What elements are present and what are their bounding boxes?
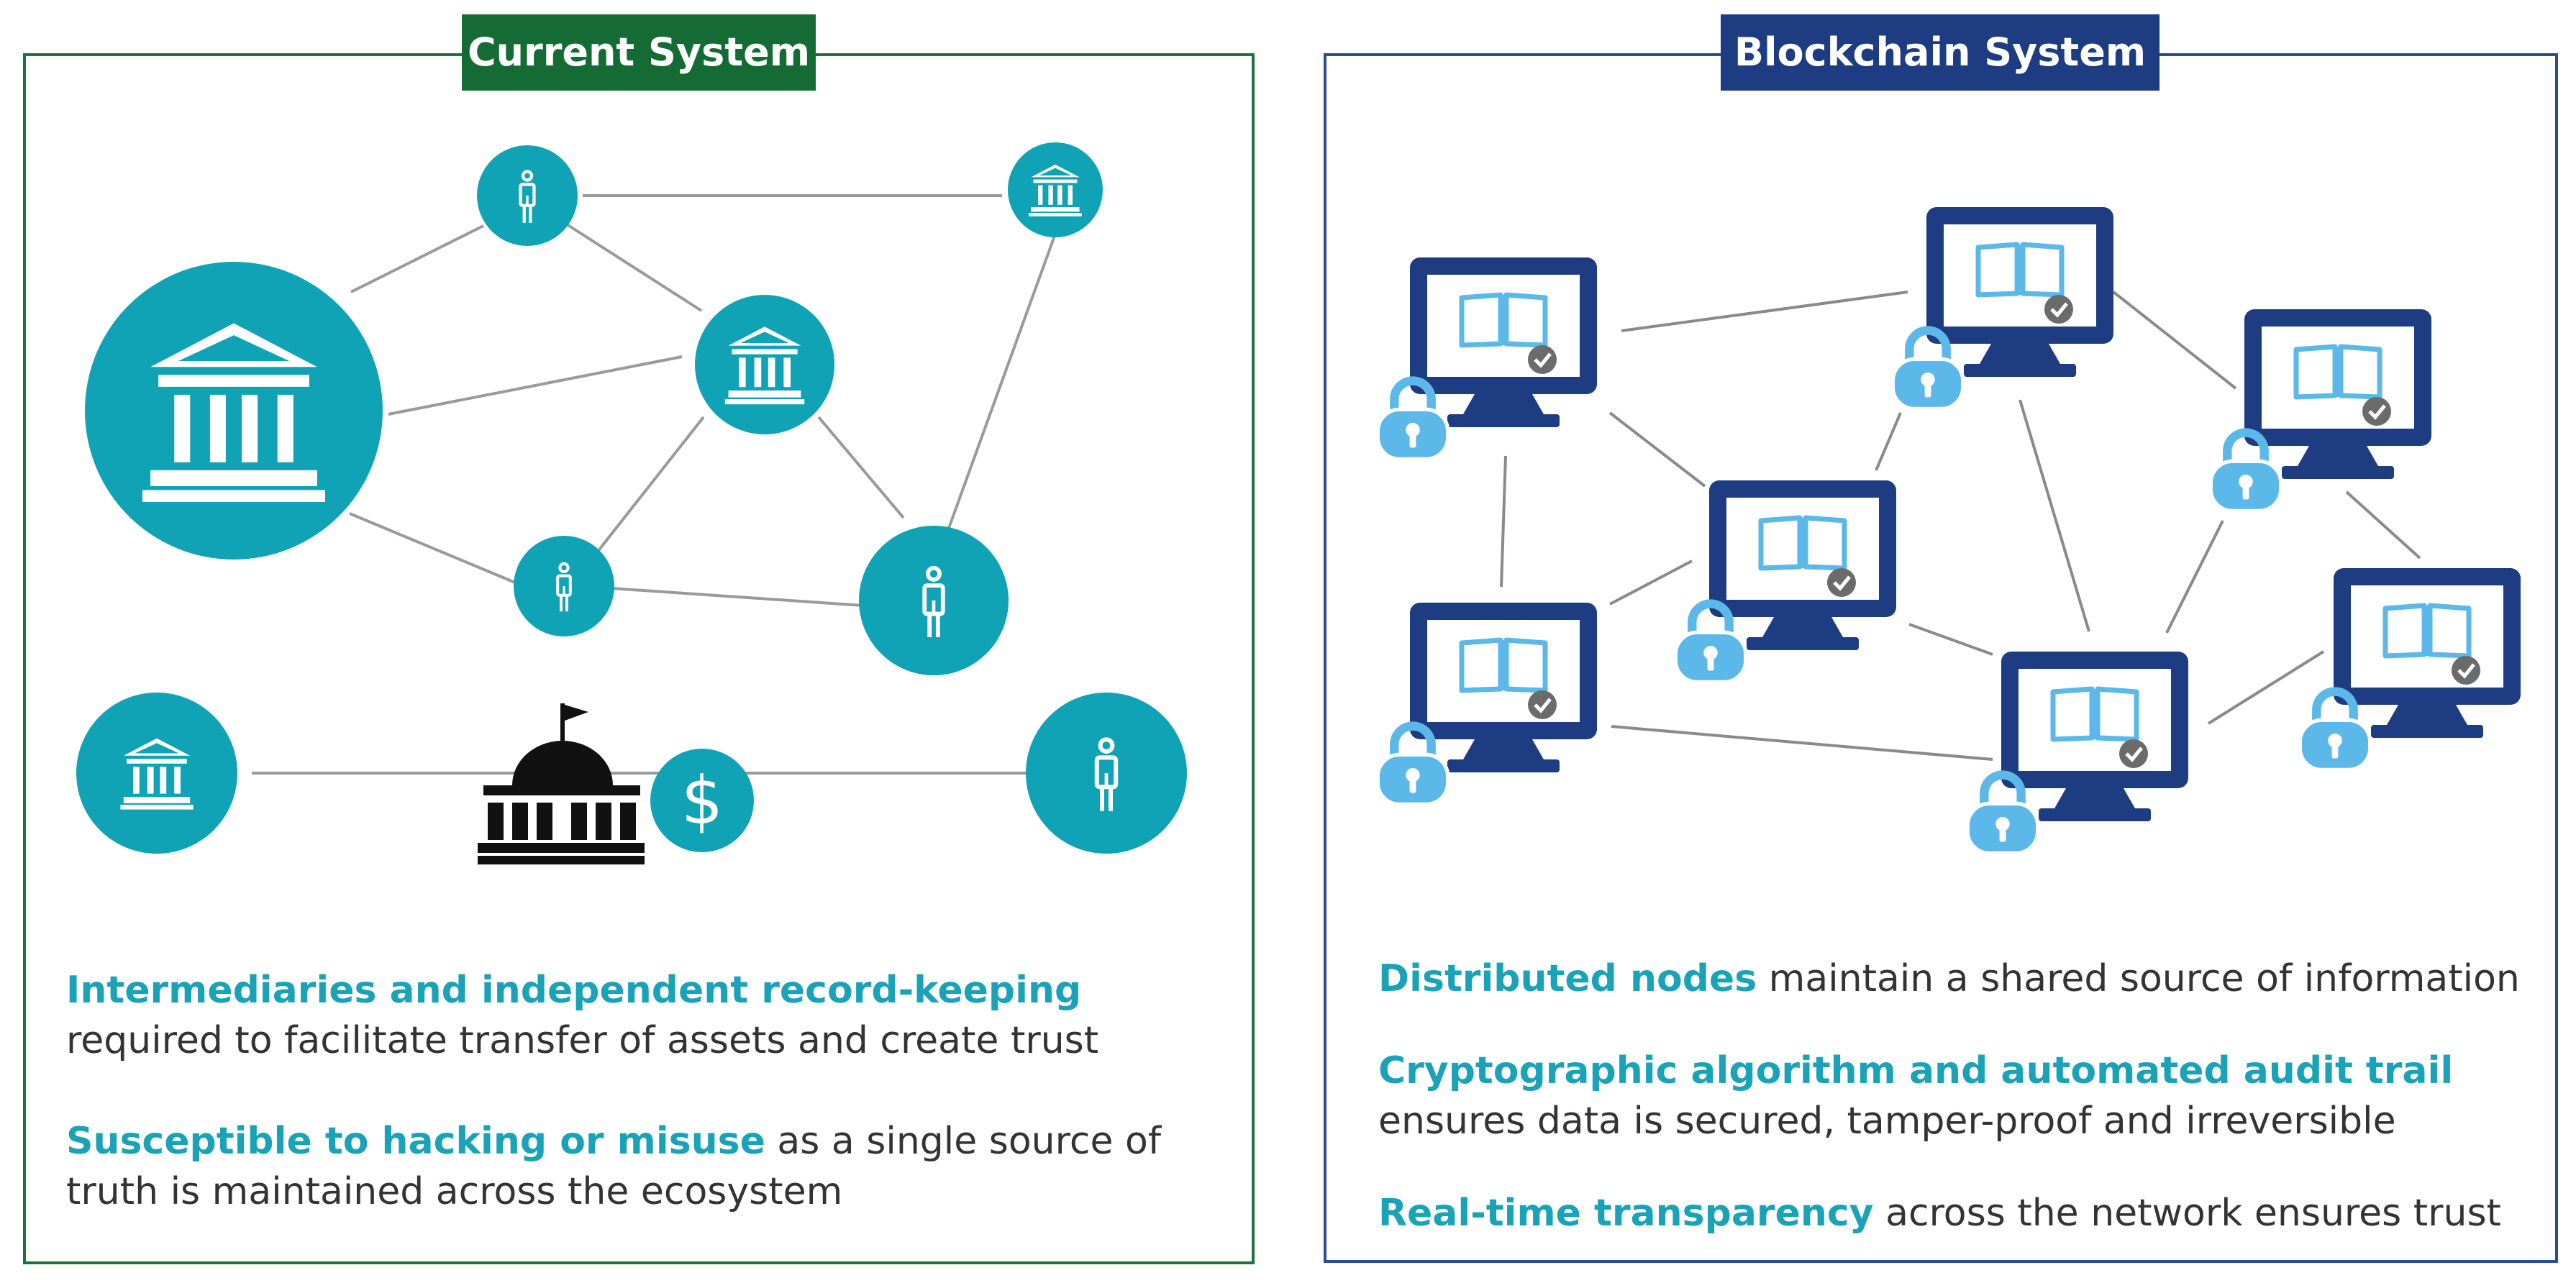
blockchain-point-3: Real-time transparency across the networ… — [1378, 1188, 2529, 1238]
monitor-ledger-icon — [1410, 257, 1597, 427]
current-system-title: Current System — [462, 14, 816, 91]
point-text: across the network ensures trust — [1873, 1192, 2501, 1235]
blockchain-system-title: Blockchain System — [1721, 14, 2159, 91]
point-text: as a single source of truth is maintaine… — [66, 1120, 1162, 1213]
monitor-ledger-icon — [2334, 568, 2521, 738]
point-highlight: Cryptographic algorithm and automated au… — [1378, 1049, 2454, 1092]
point-text: required to facilitate transfer of asset… — [66, 1019, 1099, 1062]
svg-text:$: $ — [681, 762, 724, 839]
point-highlight: Real-time transparency — [1378, 1192, 1874, 1235]
blockchain-links — [1500, 291, 2421, 761]
monitor-ledger-icon — [2244, 309, 2431, 479]
point-text: maintain a shared source of information — [1757, 957, 2520, 1000]
monitor-ledger-icon — [1926, 207, 2113, 377]
monitor-ledger-icon — [2001, 652, 2188, 821]
monitor-ledger-icon — [1410, 603, 1597, 772]
point-highlight: Distributed nodes — [1378, 957, 1757, 1000]
point-highlight: Intermediaries and independent record-ke… — [66, 969, 1082, 1012]
current-system-links — [252, 194, 1056, 775]
current-point-1: Intermediaries and independent record-ke… — [66, 965, 1188, 1066]
current-system-nodes — [76, 142, 1187, 854]
dollar-icon: $ — [650, 749, 754, 852]
point-text: ensures data is secured, tamper-proof an… — [1378, 1100, 2396, 1143]
monitor-ledger-icon — [1709, 480, 1896, 650]
blockchain-point-1: Distributed nodes maintain a shared sour… — [1378, 954, 2529, 1004]
current-point-2: Susceptible to hacking or misuse as a si… — [66, 1116, 1188, 1217]
point-highlight: Susceptible to hacking or misuse — [66, 1120, 765, 1163]
government-building-icon — [478, 703, 645, 864]
blockchain-point-2: Cryptographic algorithm and automated au… — [1378, 1046, 2529, 1146]
